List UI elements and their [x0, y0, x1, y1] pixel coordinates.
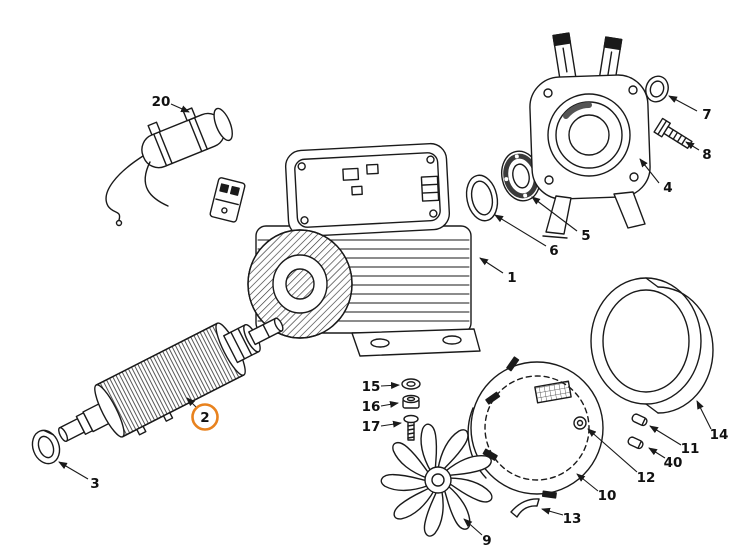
part-label-5[interactable]: 5 — [581, 228, 590, 244]
part-label-20[interactable]: 20 — [152, 94, 171, 110]
nut — [402, 394, 420, 409]
retaining-ring — [31, 429, 61, 465]
pin-upper — [631, 413, 648, 427]
part-label-10[interactable]: 10 — [598, 488, 617, 504]
part-label-17[interactable]: 17 — [362, 419, 381, 435]
part-label-2[interactable]: 2 — [200, 410, 209, 426]
part-label-13[interactable]: 13 — [563, 511, 582, 527]
fan-wheel — [378, 421, 494, 539]
capacitor-bracket — [209, 177, 246, 223]
part-label-4[interactable]: 4 — [663, 180, 672, 196]
stator-face — [247, 229, 353, 339]
leader-lines — [58, 95, 712, 536]
terminal-box — [284, 142, 451, 238]
part-label-11[interactable]: 11 — [681, 441, 700, 457]
capacitor-assembly — [105, 107, 246, 227]
motor-housing — [247, 142, 481, 357]
clamping-band — [590, 277, 714, 414]
part-label-6[interactable]: 6 — [549, 243, 558, 259]
seal-ring — [465, 174, 499, 222]
pin-lower — [627, 436, 644, 450]
end-shield — [529, 32, 651, 239]
armature — [58, 317, 284, 442]
part-label-14[interactable]: 14 — [710, 427, 729, 443]
fan-housing — [467, 356, 604, 499]
housing-center-screw — [573, 416, 587, 430]
clip — [510, 498, 540, 518]
part-labels: 20 7 8 4 5 6 1 2 3 15 16 17 9 14 11 40 1… — [90, 94, 728, 549]
part-label-12[interactable]: 12 — [637, 470, 656, 486]
o-ring — [645, 75, 669, 103]
artwork-layer — [31, 32, 714, 539]
part-label-16[interactable]: 16 — [362, 399, 381, 415]
part-label-9[interactable]: 9 — [482, 533, 491, 549]
part-label-8[interactable]: 8 — [702, 147, 711, 163]
bolt — [653, 117, 693, 149]
screw — [403, 414, 419, 441]
part-label-15[interactable]: 15 — [362, 379, 381, 395]
selected-part-highlight-ring[interactable] — [191, 403, 219, 431]
part-label-1[interactable]: 1 — [507, 270, 516, 286]
part-label-40[interactable]: 40 — [664, 455, 683, 471]
part-label-7[interactable]: 7 — [702, 107, 711, 123]
washer — [401, 378, 421, 390]
part-label-3[interactable]: 3 — [90, 476, 99, 492]
